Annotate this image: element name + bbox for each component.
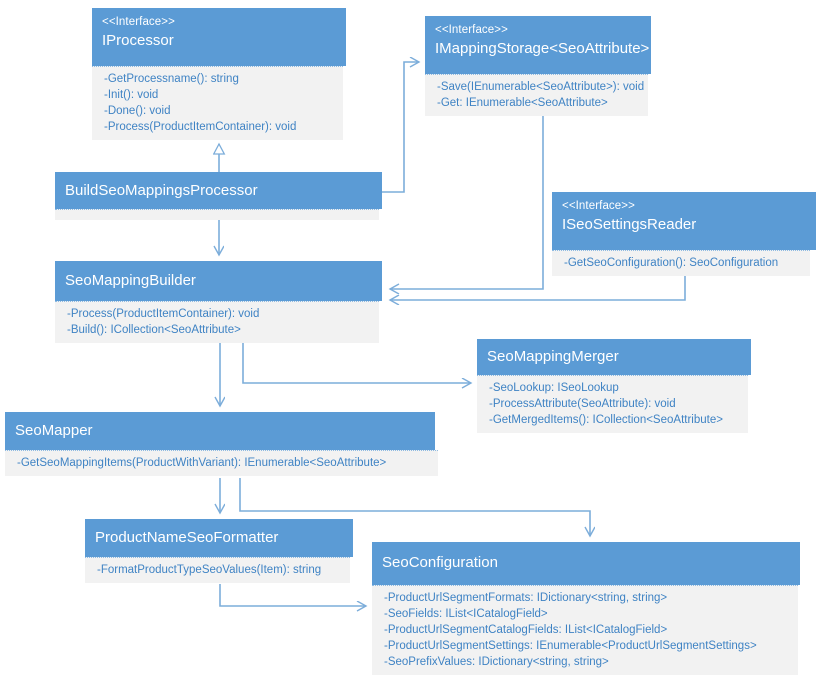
class-member: -ProductUrlSegmentFormats: IDictionary<s… [384,592,668,604]
class-member: -Build(): ICollection<SeoAttribute> [67,324,241,336]
class-members-seomappingbuilder: -Process(ProductItemContainer): void -Bu… [55,301,379,343]
class-member: -FormatProductTypeSeoValues(Item): strin… [97,564,322,576]
class-member: -ProcessAttribute(SeoAttribute): void [489,398,676,410]
edge-buildprocessor-uses-imappingstorage [382,62,419,193]
class-box-seomapper[interactable]: SeoMapper -GetSeoMappingItems(ProductWit… [5,412,438,476]
class-members-seoconfiguration: -ProductUrlSegmentFormats: IDictionary<s… [372,585,798,675]
class-members-iprocessor: -GetProcessname(): string -Init(): void … [92,66,343,140]
edge-imappingstorage-uses-seomappingbuilder [390,116,544,289]
class-member: -Done(): void [104,105,171,117]
class-member: -GetProcessname(): string [104,73,239,85]
class-members-iseosettingsreader: -GetSeoConfiguration(): SeoConfiguration [552,250,810,276]
class-members-buildseomappingsprocessor [55,209,379,220]
class-header-iseosettingsreader: <<Interface>> ISeoSettingsReader [552,192,816,250]
class-member: -GetSeoConfiguration(): SeoConfiguration [564,257,779,269]
class-name: SeoConfiguration [382,554,498,571]
class-box-iprocessor[interactable]: <<Interface>> IProcessor -GetProcessname… [92,8,346,140]
class-box-seoconfiguration[interactable]: SeoConfiguration -ProductUrlSegmentForma… [372,542,800,675]
class-name: ISeoSettingsReader [562,216,697,233]
class-member: -Init(): void [104,89,159,101]
class-box-imappingstorage[interactable]: <<Interface>> IMappingStorage<SeoAttribu… [425,16,651,116]
class-header-productnameseoformatter: ProductNameSeoFormatter [85,519,353,557]
class-header-seomappingmerger: SeoMappingMerger [477,339,751,375]
class-member: -Save(IEnumerable<SeoAttribute>): void [437,81,645,93]
class-header-imappingstorage: <<Interface>> IMappingStorage<SeoAttribu… [425,16,651,74]
class-header-seomappingbuilder: SeoMappingBuilder [55,261,382,301]
class-member: -GetSeoMappingItems(ProductWithVariant):… [17,457,387,469]
class-stereotype: <<Interface>> [435,24,508,36]
class-box-buildseomappingsprocessor[interactable]: BuildSeoMappingsProcessor [55,172,382,220]
class-header-buildseomappingsprocessor: BuildSeoMappingsProcessor [55,172,382,209]
class-name: IMappingStorage<SeoAttribute> [435,40,650,57]
class-box-iseosettingsreader[interactable]: <<Interface>> ISeoSettingsReader -GetSeo… [552,192,816,276]
class-name: SeoMappingMerger [487,348,619,365]
class-member: -SeoFields: IList<ICatalogField> [384,608,548,620]
class-header-seoconfiguration: SeoConfiguration [372,542,800,585]
class-member: -ProductUrlSegmentSettings: IEnumerable<… [384,640,757,652]
class-name: BuildSeoMappingsProcessor [65,182,258,199]
class-member: -Process(ProductItemContainer): void [104,121,297,133]
edge-seomappingbuilder-uses-seomappingmerger [242,337,471,383]
class-header-seomapper: SeoMapper [5,412,435,450]
class-name: IProcessor [102,32,174,49]
class-members-productnameseoformatter: -FormatProductTypeSeoValues(Item): strin… [85,557,350,583]
class-stereotype: <<Interface>> [102,16,175,28]
class-members-seomapper: -GetSeoMappingItems(ProductWithVariant):… [5,450,438,476]
class-box-seomappingmerger[interactable]: SeoMappingMerger -SeoLookup: ISeoLookup … [477,339,751,433]
class-name: SeoMappingBuilder [65,272,196,289]
class-box-seomappingbuilder[interactable]: SeoMappingBuilder -Process(ProductItemCo… [55,261,382,343]
class-box-productnameseoformatter[interactable]: ProductNameSeoFormatter -FormatProductTy… [85,519,353,583]
class-members-imappingstorage: -Save(IEnumerable<SeoAttribute>): void -… [425,74,648,116]
edge-productnameseoformatter-uses-seoconfiguration [219,584,366,606]
class-members-seomappingmerger: -SeoLookup: ISeoLookup -ProcessAttribute… [477,375,748,433]
class-name: SeoMapper [15,422,93,439]
class-member: -Process(ProductItemContainer): void [67,308,260,320]
class-stereotype: <<Interface>> [562,200,635,212]
class-member: -Get: IEnumerable<SeoAttribute> [437,97,608,109]
class-member: -SeoLookup: ISeoLookup [489,382,619,394]
class-name: ProductNameSeoFormatter [95,529,279,546]
class-member: -GetMergedItems(): ICollection<SeoAttrib… [489,414,723,426]
class-member: -ProductUrlSegmentCatalogFields: IList<I… [384,624,668,636]
class-header-iprocessor: <<Interface>> IProcessor [92,8,346,66]
class-member: -SeoPrefixValues: IDictionary<string, st… [384,656,609,668]
